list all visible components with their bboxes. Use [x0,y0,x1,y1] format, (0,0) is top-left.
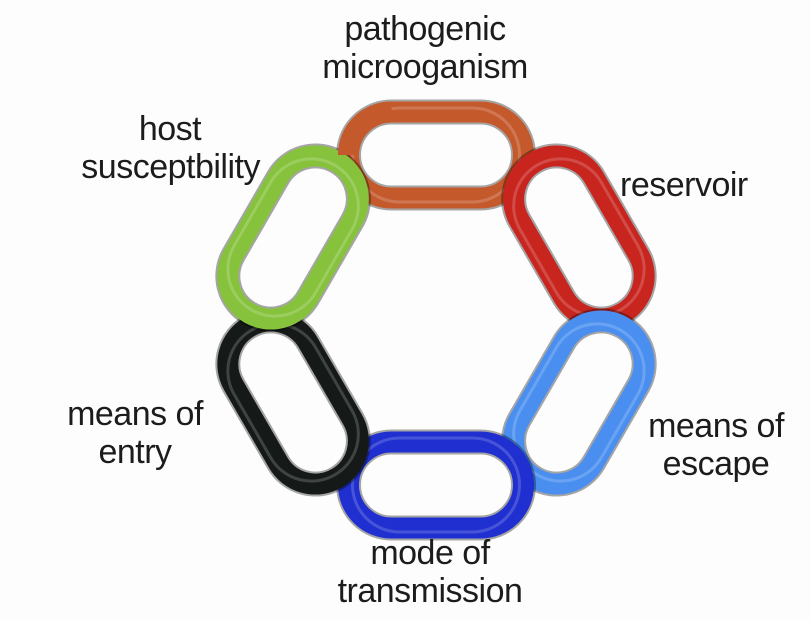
label-line: susceptbility [20,148,260,186]
label-reservoir: reservoir [620,166,800,204]
label-line: reservoir [620,166,800,204]
label-means-of-entry: means of entry [30,395,240,471]
label-line: means of [626,407,806,445]
chain-link-overlap [349,112,392,155]
label-means-of-escape: means of escape [626,407,806,483]
label-line: escape [626,445,806,483]
label-mode-of-transmission: mode of transmission [300,534,560,610]
label-line: microoganism [300,48,550,86]
label-host-susceptibility: host susceptbility [20,110,260,186]
label-pathogenic-microorganism: pathogenic microoganism [300,10,550,86]
label-line: host [20,110,260,148]
label-line: entry [30,433,240,471]
label-line: mode of [300,534,560,572]
label-line: pathogenic [300,10,550,48]
label-line: transmission [300,572,560,610]
label-line: means of [30,395,240,433]
chain-link-mode-of-transmission [349,438,524,532]
